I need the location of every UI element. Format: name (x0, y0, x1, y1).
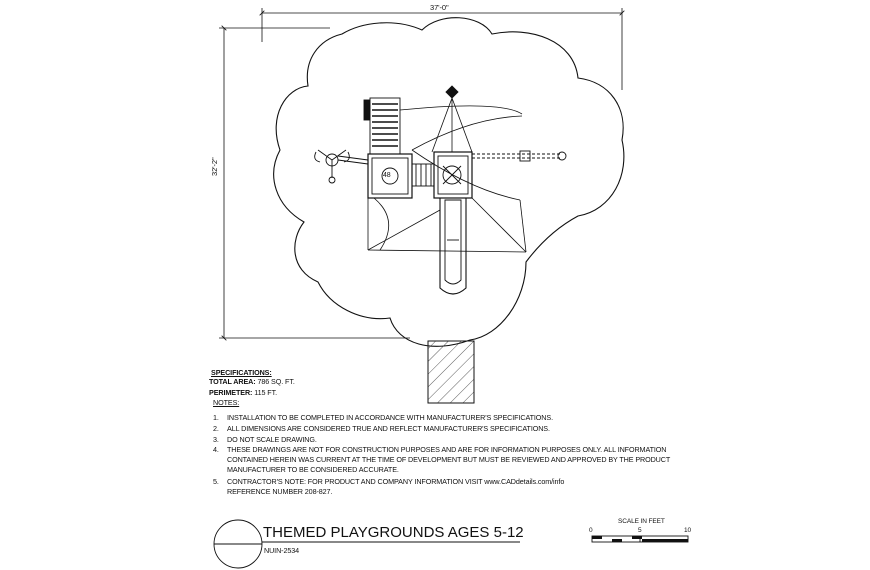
top-finial (445, 85, 459, 99)
play-structure (314, 85, 567, 295)
note-4-line-2: CONTAINED HEREIN WAS CURRENT AT THE TIME… (227, 455, 671, 464)
note-5-line-1: CONTRACTOR'S NOTE: FOR PRODUCT AND COMPA… (227, 477, 565, 486)
scale-tick-0: 0 (589, 527, 593, 534)
total-area-label: TOTAL AREA: (209, 377, 256, 386)
perimeter-label: PERIMETER: (209, 388, 253, 397)
support-cables (367, 97, 527, 253)
note-3-num: 3. (213, 435, 219, 444)
height-dimension-label: 32'-2" (210, 157, 219, 176)
use-zone-outline (273, 17, 625, 347)
scale-label: SCALE IN FEET (618, 518, 665, 525)
drawing-code: NUIN-2534 (264, 546, 300, 555)
height-dimension (219, 28, 410, 338)
scale-tick-5: 5 (638, 527, 642, 534)
note-5-line-2: REFERENCE NUMBER 208-827. (227, 487, 333, 496)
platform-label: 48 (383, 172, 391, 179)
deck-48-marker (381, 167, 399, 185)
note-1-line-1: INSTALLATION TO BE COMPLETED IN ACCORDAN… (227, 413, 553, 422)
scale-tick-10: 10 (684, 527, 692, 534)
note-5-num: 5. (213, 477, 219, 486)
note-2-line-1: ALL DIMENSIONS ARE CONSIDERED TRUE AND R… (227, 424, 550, 433)
total-area-value: 786 SQ. FT. (257, 377, 295, 386)
drawing-title: THEMED PLAYGROUNDS AGES 5-12 (263, 524, 524, 541)
note-2-num: 2. (213, 424, 219, 433)
note-3-line-1: DO NOT SCALE DRAWING. (227, 435, 317, 444)
note-4-line-1: THESE DRAWINGS ARE NOT FOR CONSTRUCTION … (227, 445, 667, 454)
width-dimension-label: 37'-0" (430, 3, 449, 12)
slide (439, 197, 467, 295)
note-1-num: 1. (213, 413, 219, 422)
total-area-row: TOTAL AREA: 786 SQ. FT. (209, 377, 295, 386)
scale-bar (591, 535, 689, 543)
perimeter-row: PERIMETER: 115 FT. (209, 388, 277, 397)
width-dimension (262, 8, 622, 90)
notes-heading: NOTES: (213, 398, 240, 407)
spinner-element (314, 149, 369, 184)
perimeter-value: 115 FT. (254, 388, 277, 397)
hatched-base (427, 340, 475, 404)
note-4-line-3: MANUFACTURER TO BE CONSIDERED ACCURATE. (227, 465, 399, 474)
note-4-num: 4. (213, 445, 219, 454)
specifications-heading: SPECIFICATIONS: (211, 368, 272, 377)
